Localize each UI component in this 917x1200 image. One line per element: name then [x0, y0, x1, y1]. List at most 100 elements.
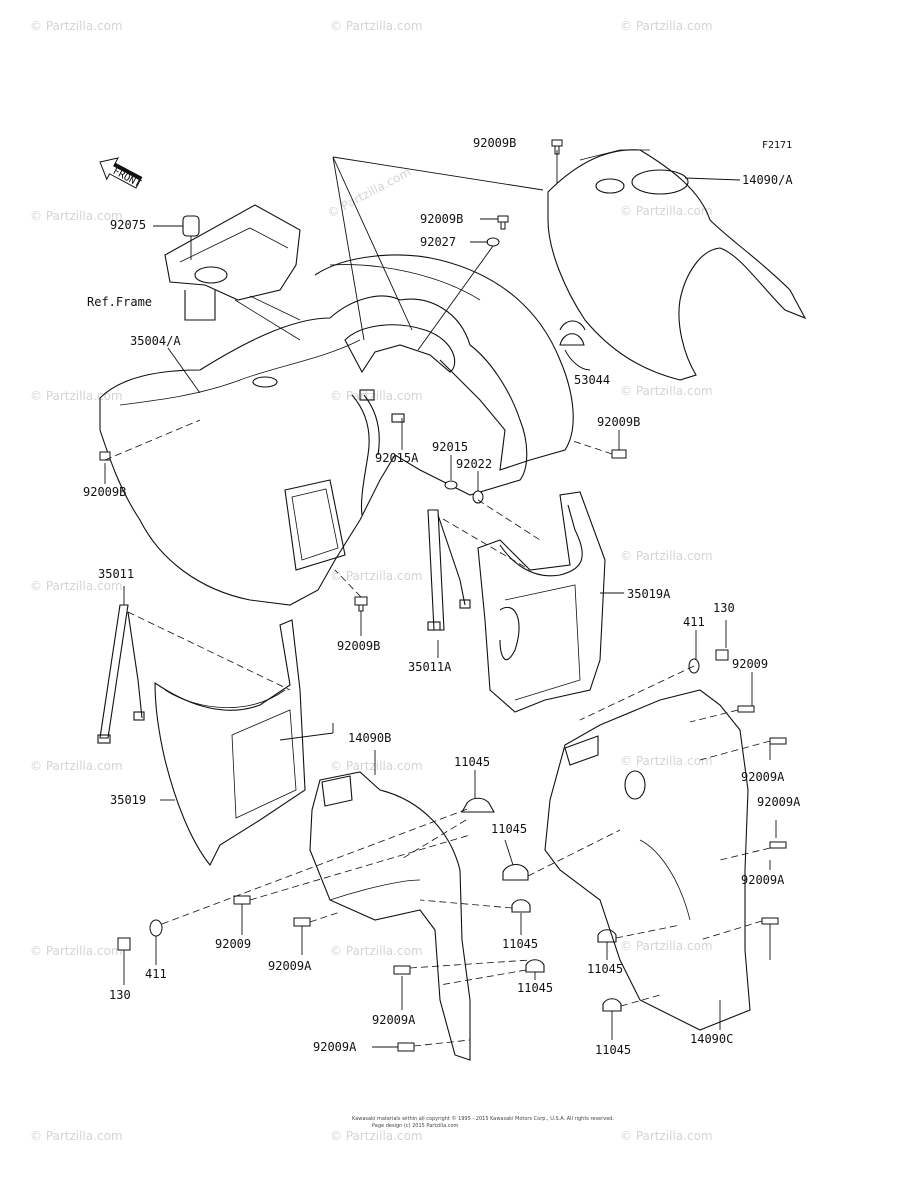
watermark: © Partzilla.com	[620, 204, 713, 218]
mud-flap-14090C	[544, 689, 751, 1031]
label-35004A: 35004/A	[130, 334, 181, 348]
side-cover-14090A	[547, 149, 807, 381]
label-53044: 53044	[574, 373, 610, 387]
watermark: © Partzilla.com	[620, 1129, 713, 1143]
label-11045-d: 11045	[517, 981, 553, 995]
label-92009A-r3: 92009A	[741, 873, 785, 887]
label-92009A-low: 92009A	[372, 1013, 416, 1027]
label-11045-e: 11045	[587, 962, 623, 976]
nut-92015	[444, 480, 458, 490]
clamp-11045-e	[597, 929, 617, 943]
front-fender-35004A	[99, 295, 528, 606]
label-92027: 92027	[420, 235, 456, 249]
label-92075: 92075	[110, 218, 146, 232]
watermark: © Partzilla.com	[330, 19, 423, 33]
bolt-92009A-bottom	[397, 1042, 415, 1052]
watermark: © Partzilla.com	[30, 209, 123, 223]
label-35011: 35011	[98, 567, 134, 581]
label-92009A-r2: 92009A	[757, 795, 801, 809]
bolt-92009A-r3	[761, 917, 779, 925]
watermark: © Partzilla.com	[30, 759, 123, 773]
label-92009A-left: 92009A	[268, 959, 312, 973]
watermark-layer: © Partzilla.com © Partzilla.com © Partzi…	[30, 19, 713, 1143]
bolt-92009-left	[233, 895, 251, 905]
stay-35011A	[427, 509, 471, 631]
label-35019: 35019	[110, 793, 146, 807]
label-92009A-r1: 92009A	[741, 770, 785, 784]
label-11045-a: 11045	[454, 755, 490, 769]
label-14090B: 14090B	[348, 731, 391, 745]
clamp-11045-b	[502, 863, 529, 881]
watermark: © Partzilla.com	[30, 944, 123, 958]
label-92022: 92022	[456, 457, 492, 471]
watermark: © Partzilla.com	[30, 19, 123, 33]
label-35019A: 35019A	[627, 587, 671, 601]
bolt-130-left	[117, 937, 131, 951]
copyright-line-2: Page design (c) 2015 Partzilla.com	[372, 1123, 459, 1129]
part-labels: 92009B 14090/A 92075 92009B 92027 Ref.Fr…	[83, 136, 801, 1057]
label-92015A: 92015A	[375, 451, 419, 465]
rear-fender-35019	[154, 619, 306, 867]
label-92009-left: 92009	[215, 937, 251, 951]
washer-92027	[486, 237, 500, 247]
watermark: © Partzilla.com	[620, 939, 713, 953]
clamp-11045-a	[461, 797, 495, 813]
watermark: © Partzilla.com	[620, 384, 713, 398]
bolt-92009-right	[737, 705, 755, 713]
watermark: © Partzilla.com	[330, 389, 423, 403]
label-411-right: 411	[683, 615, 705, 629]
grommet-92075	[153, 215, 200, 260]
bolt-130-right	[715, 649, 729, 661]
bolt-92009B-bottom	[354, 596, 368, 612]
stay-92015A	[351, 389, 405, 516]
washer-92022	[472, 490, 484, 504]
label-92009B-bottom: 92009B	[337, 639, 380, 653]
front-arrow-icon: FRONT	[99, 157, 143, 190]
washer-411-left	[149, 919, 163, 937]
ref-frame-label: Ref.Frame	[87, 295, 152, 309]
label-92009B-top: 92009B	[473, 136, 516, 150]
label-92009B-mid: 92009B	[420, 212, 463, 226]
reference-lines	[332, 156, 544, 341]
label-411-left: 411	[145, 967, 167, 981]
label-92009A-bottom: 92009A	[313, 1040, 357, 1054]
clamp-11045-d	[525, 959, 545, 973]
leader-lines	[104, 150, 777, 1048]
label-92009B-left: 92009B	[83, 485, 126, 499]
watermark: © Partzilla.com	[325, 165, 413, 221]
watermark: © Partzilla.com	[30, 1129, 123, 1143]
clamp-11045-f	[602, 998, 622, 1012]
seal-53044	[559, 333, 585, 346]
clamp-11045-c	[511, 899, 531, 913]
label-14090A: 14090/A	[742, 173, 793, 187]
watermark: © Partzilla.com	[620, 19, 713, 33]
watermark: © Partzilla.com	[330, 1129, 423, 1143]
watermark: © Partzilla.com	[620, 754, 713, 768]
bolt-92009A-left	[293, 917, 311, 927]
mud-flap-14090B	[309, 771, 471, 1061]
label-130-right: 130	[713, 601, 735, 615]
stay-35011	[97, 604, 145, 744]
label-92009-right: 92009	[732, 657, 768, 671]
label-11045-b: 11045	[491, 822, 527, 836]
watermark: © Partzilla.com	[330, 569, 423, 583]
watermark: © Partzilla.com	[30, 579, 123, 593]
watermark: © Partzilla.com	[620, 549, 713, 563]
label-130-left: 130	[109, 988, 131, 1002]
label-11045-f: 11045	[595, 1043, 631, 1057]
bolt-92009A-low	[393, 965, 411, 975]
bolt-92009A-r2	[769, 841, 787, 849]
bolt-92009B-right	[611, 449, 627, 459]
figure-code: F2171	[762, 140, 792, 151]
label-11045-c: 11045	[502, 937, 538, 951]
ref-frame-bracket	[164, 204, 301, 341]
label-35011A: 35011A	[408, 660, 452, 674]
bolt-92009B-mid	[497, 215, 509, 230]
watermark: © Partzilla.com	[330, 944, 423, 958]
fender-upper-shell	[314, 254, 574, 471]
copyright-line-1: Kawasaki materials within all copyright …	[352, 1115, 614, 1122]
label-14090C: 14090C	[690, 1032, 733, 1046]
label-92015: 92015	[432, 440, 468, 454]
bolt-92009A-r1	[769, 737, 787, 745]
